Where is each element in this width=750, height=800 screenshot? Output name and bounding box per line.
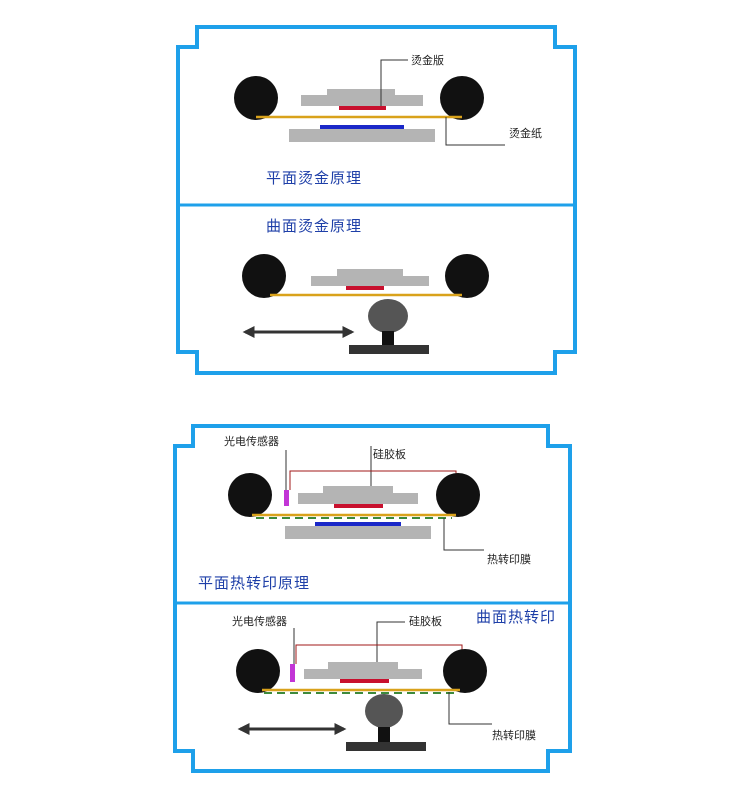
title-curved-stamping: 曲面烫金原理 — [266, 217, 362, 235]
roller-right-icon — [443, 649, 487, 693]
sensor-wire — [295, 644, 463, 664]
label-pad: 硅胶板 — [409, 614, 442, 628]
press-head-icon — [368, 299, 408, 333]
heat-plate-top — [328, 662, 398, 670]
roller-left-icon — [242, 254, 286, 298]
heat-transfer-diagram: 光电传感器 硅胶板 热转印膜 平面热转印原理 曲面热转印 光电传感器 硅胶板 — [173, 424, 572, 773]
label-pad: 硅胶板 — [373, 447, 406, 461]
press-stem — [382, 331, 394, 346]
leader-film — [448, 692, 492, 725]
heat-plate-top — [337, 269, 403, 277]
label-die: 烫金版 — [411, 53, 444, 67]
heat-plate — [298, 493, 418, 504]
photo-sensor — [284, 490, 289, 506]
base-blue — [320, 125, 404, 129]
title-flat-transfer: 平面热转印原理 — [198, 574, 310, 592]
title-flat-stamping: 平面烫金原理 — [266, 169, 362, 187]
heat-plate — [311, 276, 429, 286]
roller-left-icon — [228, 473, 272, 517]
label-film: 热转印膜 — [487, 552, 531, 566]
press-stem — [378, 727, 390, 742]
leader-die — [380, 59, 408, 106]
roller-right-icon — [440, 76, 484, 120]
frame-1 — [176, 25, 577, 375]
label-sensor: 光电传感器 — [232, 614, 287, 628]
roller-left-icon — [236, 649, 280, 693]
curved-hot-stamping: 曲面烫金原理 — [242, 217, 489, 354]
press-base — [346, 742, 426, 751]
curved-heat-transfer: 曲面热转印 光电传感器 硅胶板 热转印膜 — [232, 608, 556, 751]
title-curved-transfer: 曲面热转印 — [476, 608, 556, 626]
heat-plate-top — [327, 89, 395, 97]
silicone-pad — [340, 679, 389, 683]
leader-pad — [376, 621, 405, 679]
roller-right-icon — [445, 254, 489, 298]
label-foil: 烫金纸 — [509, 126, 542, 140]
press-base — [349, 345, 429, 354]
flat-heat-transfer: 光电传感器 硅胶板 热转印膜 平面热转印原理 — [198, 434, 531, 592]
heat-plate — [304, 669, 422, 679]
leader-foil — [445, 117, 505, 146]
photo-sensor — [290, 664, 295, 682]
heat-plate-top — [323, 486, 393, 494]
press-head-icon — [365, 694, 403, 728]
base-plate — [285, 526, 431, 539]
label-sensor: 光电传感器 — [224, 434, 279, 448]
roller-right-icon — [436, 473, 480, 517]
stamping-die — [339, 106, 386, 110]
base-blue — [315, 522, 401, 526]
label-film: 热转印膜 — [492, 728, 536, 742]
heat-plate — [301, 95, 423, 106]
roller-left-icon — [234, 76, 278, 120]
stamping-die — [346, 286, 384, 290]
flat-hot-stamping: 烫金版 烫金纸 平面烫金原理 — [234, 53, 542, 187]
hot-stamping-diagram: 烫金版 烫金纸 平面烫金原理 曲面烫金原理 — [176, 25, 577, 375]
leader-film — [443, 518, 484, 551]
base-plate — [289, 129, 435, 142]
silicone-pad — [334, 504, 383, 508]
frame-2 — [173, 424, 572, 773]
